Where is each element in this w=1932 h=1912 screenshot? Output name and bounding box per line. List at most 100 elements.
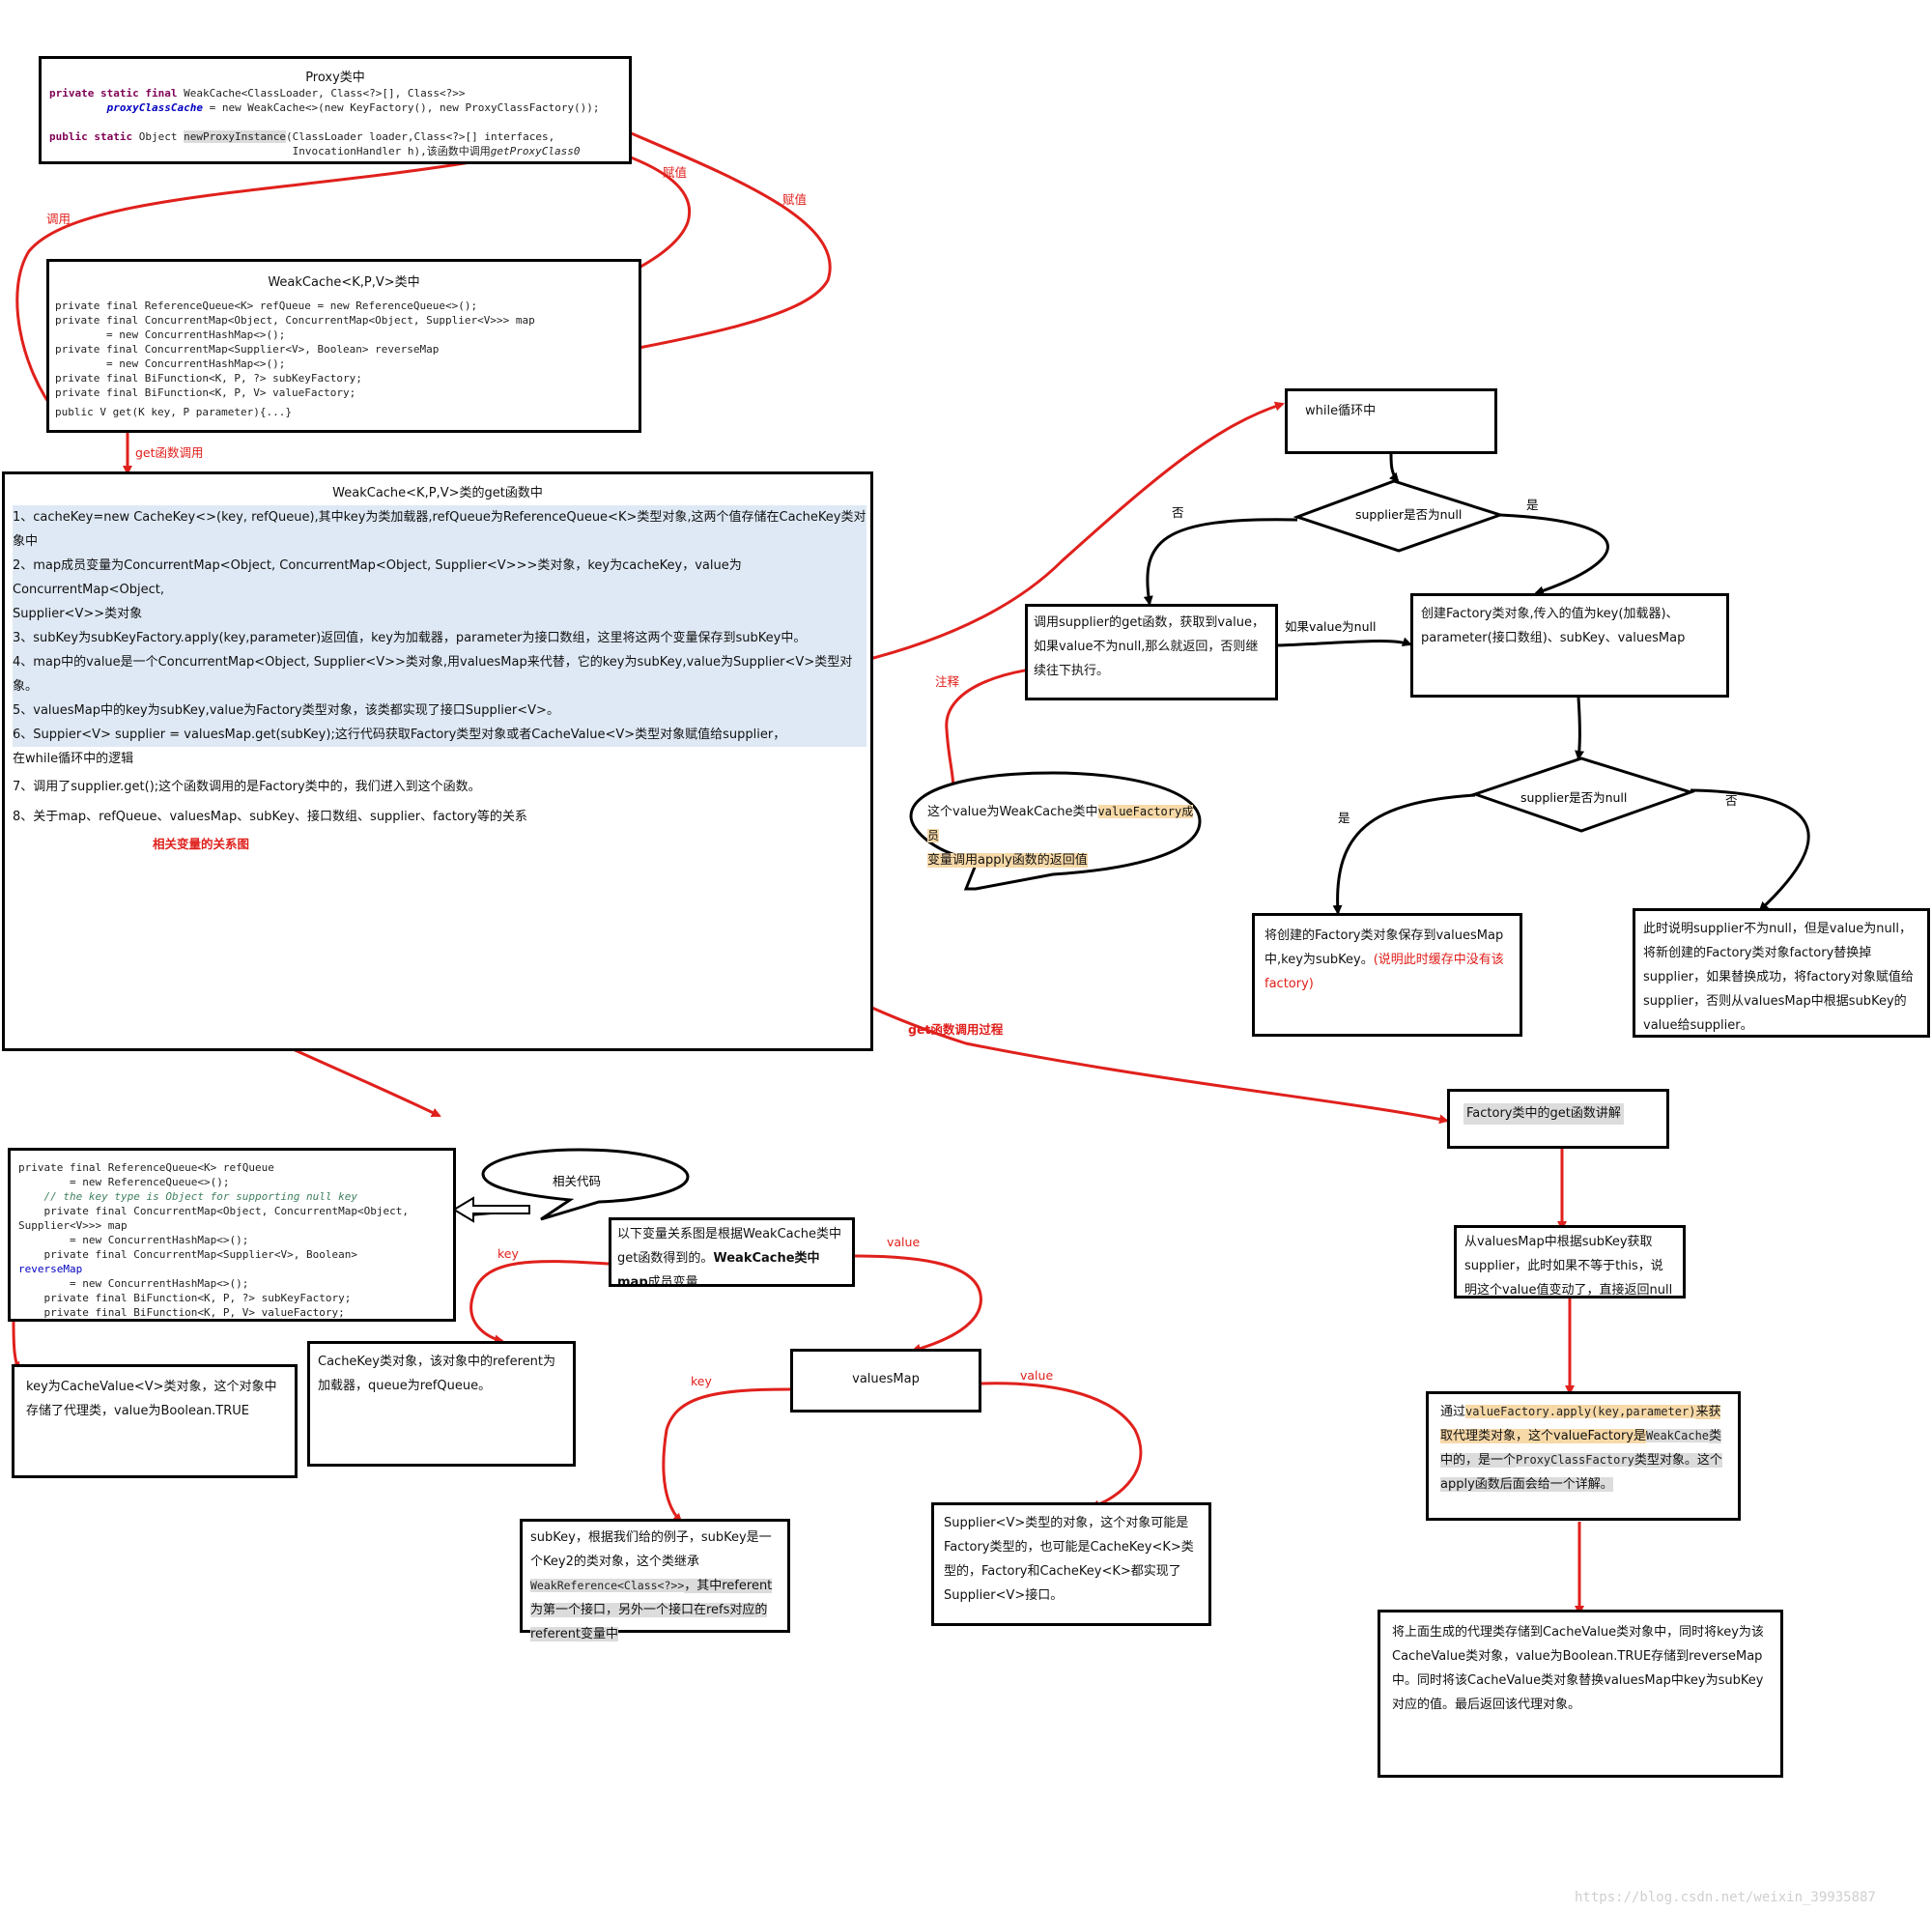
related-code-bubble-label: 相关代码 bbox=[553, 1174, 602, 1188]
code-token: private static final bbox=[49, 87, 185, 100]
cachevalue-text: key为CacheValue<V>类对象，这个对象中存储了代理类，value为B… bbox=[26, 1380, 277, 1418]
label-value-1: value bbox=[887, 1235, 921, 1249]
code-line: private final ConcurrentMap<Supplier<V>,… bbox=[18, 1248, 357, 1261]
factory-get-title: Factory类中的get函数讲解 bbox=[1463, 1103, 1624, 1125]
code-line: private final BiFunction<K, P, ?> subKey… bbox=[18, 1292, 352, 1304]
step2-text-b: valueFactory.apply(key,parameter) bbox=[1465, 1405, 1696, 1418]
label-related-vars: 相关变量的关系图 bbox=[153, 837, 250, 851]
hollow-arrow-icon bbox=[452, 1196, 530, 1223]
get-item-1: 1、cacheKey=new CacheKey<>(key, refQueue)… bbox=[13, 505, 867, 554]
code-line: // the key type is Object for supporting… bbox=[18, 1190, 357, 1203]
save-text-a: 将创建的Factory类对象保存到valuesMap中,key为subKey。 bbox=[1264, 928, 1504, 967]
map-desc-text: 以下变量关系图是根据WeakCache类中get函数得到的。WeakCache类… bbox=[611, 1220, 852, 1287]
note-label: 注释 bbox=[935, 674, 960, 689]
code-token: getProxyClass0 bbox=[490, 145, 581, 157]
flow-d1-yes bbox=[1499, 513, 1609, 596]
code-line: private final BiFunction<K, P, ?> subKey… bbox=[55, 372, 362, 385]
get-item-8: 8、关于map、refQueue、valuesMap、subKey、接口数组、s… bbox=[13, 810, 527, 824]
decision-diamond-1 bbox=[1293, 479, 1505, 553]
proxy-box-title: Proxy类中 bbox=[305, 71, 365, 85]
decision-diamond-2 bbox=[1470, 756, 1695, 833]
factory-step-3-box: 将上面生成的代理类存储到CacheValue类对象中，同时将key为该Cache… bbox=[1378, 1610, 1783, 1778]
while-loop-label: while循环中 bbox=[1305, 404, 1377, 418]
get-function-box: WeakCache<K,P,V>类的get函数中 1、cacheKey=new … bbox=[2, 471, 873, 1051]
label-key-1: key bbox=[497, 1246, 519, 1261]
related-code: private final ReferenceQueue<K> refQueue… bbox=[18, 1160, 409, 1320]
step2-text-d: WeakCache bbox=[1646, 1429, 1710, 1442]
code-line: private final BiFunction<K, P, V> valueF… bbox=[55, 386, 356, 399]
label-get-call: get函数调用 bbox=[135, 445, 204, 460]
code-line: = new ConcurrentHashMap<>(); bbox=[18, 1234, 249, 1246]
factory-step-1-box: 从valuesMap中根据subKey获取supplier，此时如果不等于thi… bbox=[1454, 1225, 1686, 1298]
bubble-text-c: 变量调用apply函数的返回值 bbox=[927, 853, 1088, 868]
code-token: 该函数中调用 bbox=[426, 145, 491, 157]
code-token: Object bbox=[138, 130, 185, 143]
code-line: reverseMap bbox=[18, 1263, 83, 1275]
if-value-null-label: 如果value为null bbox=[1285, 619, 1377, 634]
arrow-call bbox=[15, 157, 489, 417]
proxy-code: private static final WeakCache<ClassLoad… bbox=[49, 86, 600, 158]
map-desc-b: WeakCache类中map bbox=[617, 1251, 820, 1287]
code-line: Supplier<V>>> map bbox=[18, 1219, 128, 1232]
weakcache-box-title: WeakCache<K,P,V>类中 bbox=[268, 275, 420, 290]
get-item-2b: Supplier<V>>类对象 bbox=[13, 602, 867, 626]
watermark: https://blog.csdn.net/weixin_39935887 bbox=[1575, 1890, 1876, 1905]
flow-create-to-d2 bbox=[1575, 697, 1585, 760]
cachekey-box: CacheKey类对象，该对象中的referent为加载器，queue为refQ… bbox=[307, 1341, 576, 1467]
subkey-text-b: WeakReference<Class<?>> bbox=[530, 1579, 685, 1592]
code-token: proxyClassCache bbox=[106, 101, 203, 114]
factory-get-title-box: Factory类中的get函数讲解 bbox=[1447, 1089, 1669, 1149]
create-factory-box: 创建Factory类对象,传入的值为key(加载器)、parameter(接口数… bbox=[1410, 593, 1729, 698]
supplier-box: Supplier<V>类型的对象，这个对象可能是Factory类型的，也可能是C… bbox=[931, 1502, 1211, 1626]
code-line: private final ReferenceQueue<K> refQueue bbox=[18, 1161, 274, 1174]
flow-d1-no bbox=[1143, 518, 1298, 606]
save-text-b: (说明此时缓存中没有该factory) bbox=[1264, 953, 1504, 991]
get-item-5: 5、valuesMap中的key为subKey,value为Factory类型对… bbox=[13, 699, 867, 723]
flow-callget-to-create bbox=[1276, 637, 1412, 647]
step2-text-f: ProxyClassFactory bbox=[1516, 1453, 1634, 1467]
code-line: private final BiFunction<K, P, V> valueF… bbox=[18, 1306, 345, 1319]
code-line: private final ReferenceQueue<K> refQueue… bbox=[55, 300, 478, 312]
arrow-map-value bbox=[854, 1254, 982, 1354]
factory-step-2-text: 通过valueFactory.apply(key,parameter)来获取代理… bbox=[1429, 1394, 1738, 1502]
label-key-2: key bbox=[691, 1374, 712, 1388]
code-token: = new WeakCache<>(new KeyFactory(), new … bbox=[202, 101, 600, 114]
weakcache-code: private final ReferenceQueue<K> refQueue… bbox=[55, 299, 535, 419]
diamond2-yes-label: 是 bbox=[1338, 811, 1350, 825]
map-desc-a: 以下变量关系图是根据WeakCache类中get函数得到的。 bbox=[617, 1227, 842, 1266]
get-item-3: 3、subKey为subKeyFactory.apply(key,paramet… bbox=[13, 626, 867, 650]
supplier-text: Supplier<V>类型的对象，这个对象可能是Factory类型的，也可能是C… bbox=[944, 1516, 1194, 1603]
factory-step-1-text: 从valuesMap中根据subKey获取supplier，此时如果不等于thi… bbox=[1464, 1235, 1673, 1298]
diamond2-label: supplier是否为null bbox=[1520, 790, 1628, 805]
cachekey-text: CacheKey类对象，该对象中的referent为加载器，queue为refQ… bbox=[318, 1355, 556, 1393]
note-bubble-text: 这个value为WeakCache类中valueFactory成员变量调用app… bbox=[927, 800, 1198, 872]
code-line: = new ReferenceQueue<>(); bbox=[18, 1176, 230, 1188]
factory-step-3-text: 将上面生成的代理类存储到CacheValue类对象中，同时将key为该Cache… bbox=[1392, 1625, 1764, 1712]
call-get-box: 调用supplier的get函数，获取到value，如果value不为null,… bbox=[1025, 604, 1278, 700]
get-item-7: 7、调用了supplier.get();这个函数调用的是Factory类中的，我… bbox=[13, 780, 481, 794]
diamond2-no-label: 否 bbox=[1725, 793, 1738, 808]
code-token: newProxyInstance bbox=[184, 130, 287, 143]
call-get-text: 调用supplier的get函数，获取到value，如果value不为null,… bbox=[1034, 615, 1264, 678]
label-call: 调用 bbox=[46, 212, 71, 226]
code-token: public static bbox=[49, 130, 139, 143]
get-item-2: 2、map成员变量为ConcurrentMap<Object, Concurre… bbox=[13, 554, 867, 602]
diamond1-no-label: 否 bbox=[1172, 505, 1184, 520]
label-get-call-process: get函数调用过程 bbox=[908, 1022, 1004, 1037]
subkey-text: subKey，根据我们给的例子，subKey是一个Key2的类对象，这个类继承W… bbox=[523, 1522, 787, 1650]
valuesmap-box: valuesMap bbox=[790, 1349, 981, 1413]
arrow-values-value bbox=[980, 1382, 1143, 1510]
bubble-text-a: 这个value为WeakCache类中 bbox=[927, 805, 1098, 819]
arrow-values-key bbox=[662, 1387, 791, 1524]
get-box-title: WeakCache<K,P,V>类的get函数中 bbox=[332, 486, 543, 500]
map-desc-c: 成员变量 bbox=[647, 1275, 698, 1287]
get-item-6: 6、Suppier<V> supplier = valuesMap.get(su… bbox=[13, 723, 867, 747]
cachevalue-box: key为CacheValue<V>类对象，这个对象中存储了代理类，value为B… bbox=[12, 1364, 298, 1478]
code-line: = new ConcurrentHashMap<>(); bbox=[18, 1277, 249, 1290]
save-factory-box: 将创建的Factory类对象保存到valuesMap中,key为subKey。(… bbox=[1252, 913, 1522, 1037]
flow-d2-no bbox=[1690, 788, 1810, 912]
stray-dot: . bbox=[389, 770, 393, 785]
label-value-2: value bbox=[1020, 1368, 1054, 1383]
factory-step-2-box: 通过valueFactory.apply(key,parameter)来获取代理… bbox=[1426, 1391, 1741, 1521]
save-factory-text: 将创建的Factory类对象保存到valuesMap中,key为subKey。(… bbox=[1255, 916, 1520, 1004]
